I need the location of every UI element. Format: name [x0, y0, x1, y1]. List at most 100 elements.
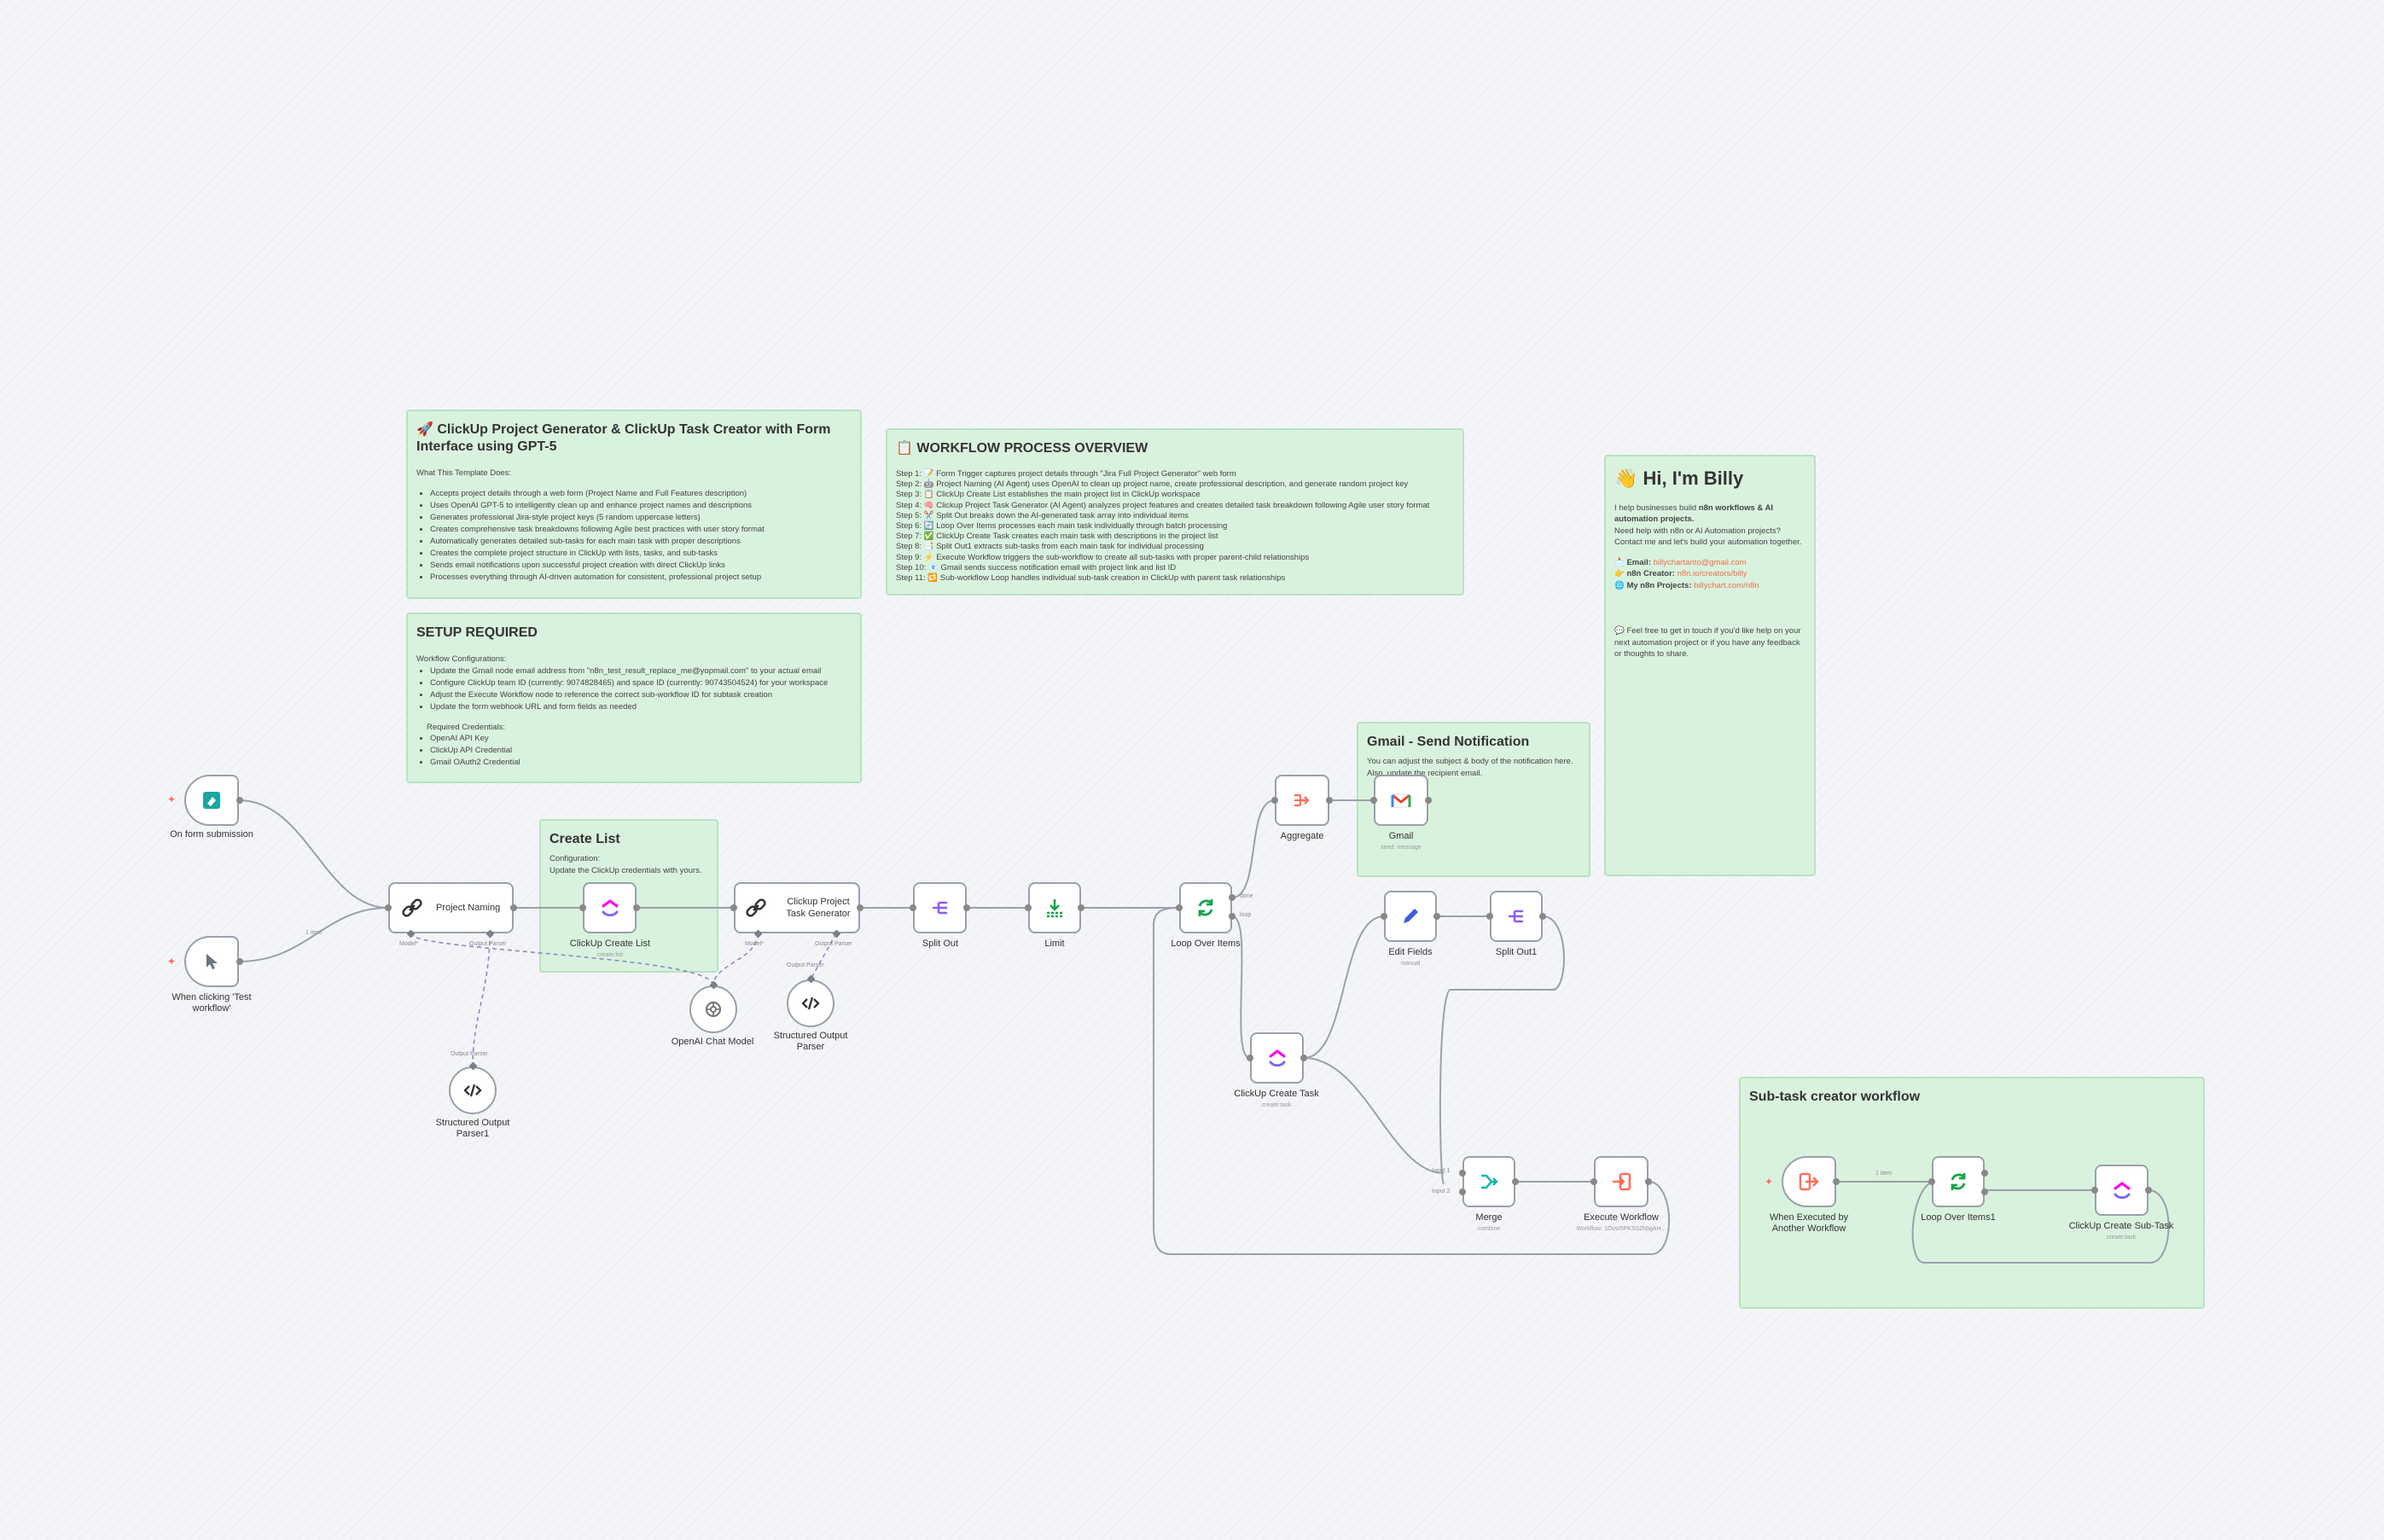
input-port[interactable]	[1459, 1170, 1466, 1177]
openai-icon	[700, 996, 727, 1023]
trigger-bolt-icon: ✦	[167, 793, 176, 805]
trigger-bolt-icon: ✦	[167, 956, 176, 968]
input-port[interactable]	[1370, 797, 1377, 804]
label-parser1: Structured Output Parser1	[426, 1118, 520, 1140]
input-port[interactable]	[730, 904, 737, 911]
port-label-input2: Input 2	[1432, 1188, 1450, 1194]
label-create-list: ClickUp Create List	[555, 939, 666, 950]
input-port[interactable]	[385, 904, 392, 911]
clickup-icon	[1264, 1044, 1291, 1072]
input-port[interactable]	[910, 904, 916, 911]
port-label-done: done	[1240, 893, 1253, 899]
node-split-out[interactable]	[913, 882, 967, 933]
edge-loop-to-aggregate	[1232, 800, 1275, 898]
label-loop: Loop Over Items	[1159, 939, 1253, 950]
node-manual-trigger[interactable]	[184, 936, 239, 987]
node-structured-output-parser[interactable]	[787, 979, 834, 1027]
node-clickup-create-task[interactable]	[1250, 1032, 1304, 1084]
node-aggregate[interactable]	[1275, 775, 1329, 826]
sub-sub-create: create:task	[2079, 1235, 2164, 1241]
label-sub-trigger: When Executed by Another Workflow	[1758, 1212, 1860, 1235]
output-port[interactable]	[1078, 904, 1084, 911]
output-port[interactable]	[510, 904, 517, 911]
node-title: Project Naming	[436, 902, 500, 914]
node-limit[interactable]	[1028, 882, 1081, 933]
input-port[interactable]	[1486, 913, 1493, 920]
port-label-model: Model*	[399, 941, 418, 947]
split-icon	[927, 894, 954, 921]
edge-ai-parser1-naming	[473, 933, 490, 1066]
output-port[interactable]	[1425, 797, 1432, 804]
output-port[interactable]	[236, 797, 243, 804]
form-icon	[198, 787, 225, 814]
input-port[interactable]	[1176, 904, 1183, 911]
node-sub-trigger[interactable]	[1782, 1156, 1836, 1207]
port-label-parser: Output Parser	[469, 941, 507, 947]
node-title: Clickup Project Task Generator	[778, 896, 858, 920]
node-gmail[interactable]	[1374, 775, 1428, 826]
sub-exec: Workflow: 1Ovsr5PKSS2hbgAH...	[1561, 1226, 1681, 1232]
split-icon	[1503, 903, 1530, 930]
label-sub-loop: Loop Over Items1	[1911, 1212, 2005, 1223]
output-port[interactable]	[1433, 913, 1440, 920]
link-icon	[398, 894, 426, 921]
output-port[interactable]	[633, 904, 640, 911]
node-project-naming[interactable]: Project Naming	[388, 882, 514, 933]
label-parser: Structured Output Parser	[764, 1031, 858, 1053]
output-port[interactable]	[1981, 1188, 1988, 1195]
node-sub-loop[interactable]	[1932, 1156, 1985, 1207]
input-port[interactable]	[1590, 1178, 1597, 1185]
node-loop-over-items[interactable]	[1179, 882, 1232, 933]
input-port[interactable]	[1459, 1188, 1466, 1195]
label-merge: Merge	[1446, 1212, 1532, 1223]
output-port[interactable]	[1326, 797, 1333, 804]
node-execute-workflow[interactable]	[1594, 1156, 1648, 1207]
node-sub-create[interactable]	[2095, 1165, 2149, 1216]
output-port[interactable]	[1833, 1178, 1840, 1185]
sub-create-task: create:task	[1234, 1102, 1319, 1108]
output-port[interactable]	[857, 904, 863, 911]
input-port[interactable]	[2091, 1187, 2098, 1194]
output-port[interactable]	[1981, 1170, 1988, 1177]
input-port[interactable]	[1381, 913, 1387, 920]
output-port[interactable]	[1229, 894, 1236, 901]
output-port[interactable]	[1229, 913, 1236, 920]
node-structured-output-parser1[interactable]	[449, 1066, 497, 1114]
input-port[interactable]	[1025, 904, 1032, 911]
input-port[interactable]	[1928, 1178, 1935, 1185]
parser-tag: Output Parser	[787, 962, 824, 968]
label-sub-create: ClickUp Create Sub-Task	[2061, 1221, 2181, 1232]
edge-createtask-to-merge	[1304, 1058, 1444, 1173]
output-port[interactable]	[1645, 1178, 1652, 1185]
port-label-parser: Output Parser	[815, 941, 852, 947]
node-task-generator[interactable]: Clickup Project Task Generator	[734, 882, 860, 933]
edge-createtask-to-edit	[1304, 916, 1384, 1058]
node-form-trigger[interactable]	[184, 775, 239, 826]
gmail-icon	[1387, 787, 1415, 814]
input-port[interactable]	[1271, 797, 1278, 804]
input-port[interactable]	[1247, 1055, 1253, 1061]
node-split-out1[interactable]	[1490, 891, 1543, 942]
node-clickup-create-list[interactable]	[583, 882, 637, 933]
output-port[interactable]	[236, 958, 243, 965]
output-port[interactable]	[2145, 1187, 2152, 1194]
label-exec: Execute Workflow	[1570, 1212, 1672, 1223]
code-icon	[797, 990, 824, 1017]
pencil-icon	[1397, 903, 1424, 930]
label-form: On form submission	[152, 829, 271, 840]
node-merge[interactable]	[1462, 1156, 1515, 1207]
label-limit: Limit	[1012, 939, 1097, 950]
output-port[interactable]	[963, 904, 970, 911]
execute-trigger-icon	[1795, 1168, 1823, 1195]
input-port[interactable]	[579, 904, 586, 911]
output-port[interactable]	[1512, 1178, 1519, 1185]
edge-label: 1 item	[305, 930, 322, 936]
node-openai-chat-model[interactable]	[689, 985, 737, 1033]
node-edit-fields[interactable]	[1384, 891, 1437, 942]
output-port[interactable]	[1300, 1055, 1307, 1061]
port-label-input1: Input 1	[1432, 1168, 1450, 1174]
output-port[interactable]	[1539, 913, 1546, 920]
clickup-icon	[596, 894, 624, 921]
label-openai: OpenAI Chat Model	[657, 1037, 768, 1048]
